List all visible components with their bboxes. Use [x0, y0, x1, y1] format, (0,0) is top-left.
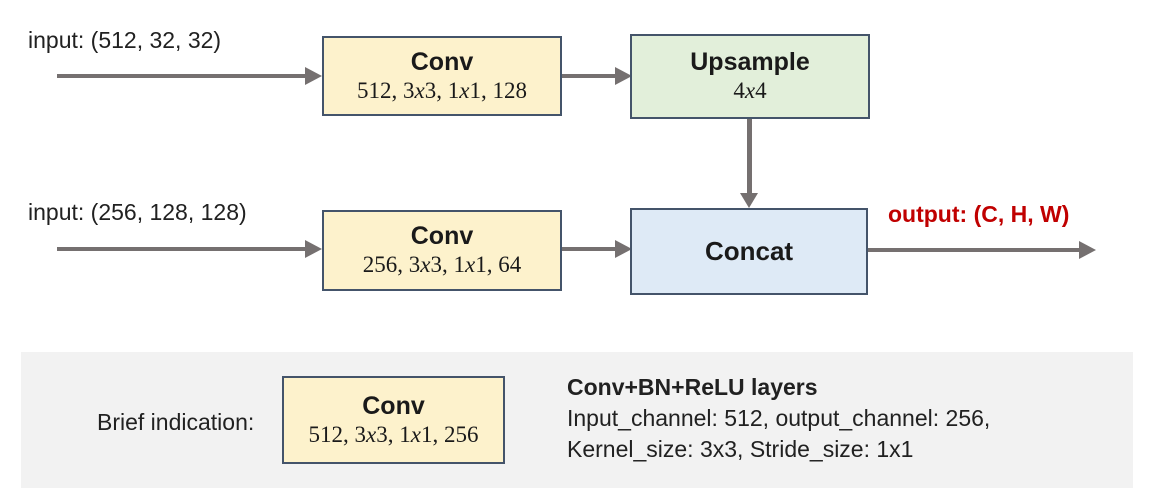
input1-label: input: (512, 32, 32) — [28, 27, 222, 53]
node-conv2: Conv 256, 3x3, 1x1, 64 — [322, 210, 562, 291]
arrow-head-icon — [1079, 241, 1096, 259]
conv1-params: 512, 3x3, 1x1, 128 — [357, 77, 527, 103]
arrow-line — [746, 119, 752, 193]
output-label: output: (C, H, W) — [888, 201, 1070, 227]
legend-description: Conv+BN+ReLU layers Input_channel: 512, … — [567, 372, 990, 465]
arrow-input2-to-conv2 — [57, 240, 322, 258]
upsample-title: Upsample — [690, 48, 810, 77]
conv2-title: Conv — [410, 222, 474, 251]
legend-description-line1: Input_channel: 512, output_channel: 256, — [567, 405, 991, 431]
legend-conv-title: Conv — [362, 391, 425, 420]
legend-label: Brief indication: — [97, 409, 255, 435]
legend-description-line2: Kernel_size: 3x3, Stride_size: 1x1 — [567, 436, 914, 462]
conv1-title: Conv — [410, 47, 474, 76]
concat-title: Concat — [704, 235, 794, 266]
legend-conv-params: 512, 3x3, 1x1, 256 — [308, 421, 479, 447]
legend-description-title: Conv+BN+ReLU layers — [567, 374, 818, 400]
arrow-line — [57, 247, 305, 251]
arrow-head-icon — [615, 67, 632, 85]
arrow-input1-to-conv1 — [57, 67, 322, 85]
arrow-head-icon — [615, 240, 632, 258]
arrow-line — [562, 74, 615, 78]
arrow-line — [57, 74, 305, 78]
arrow-conv1-to-upsample — [562, 67, 632, 85]
arrow-conv2-to-concat — [562, 240, 632, 258]
input2-label: input: (256, 128, 128) — [28, 199, 247, 225]
node-concat: Concat — [630, 208, 868, 295]
arrow-head-icon — [740, 193, 758, 208]
arrow-line — [868, 248, 1079, 252]
arrow-upsample-to-concat — [740, 119, 758, 208]
arrow-line — [562, 247, 615, 251]
node-upsample: Upsample 4x4 — [630, 34, 870, 119]
upsample-params: 4x4 — [733, 78, 767, 104]
arrow-concat-to-output — [868, 241, 1096, 259]
arrow-head-icon — [305, 67, 322, 85]
legend-panel — [21, 352, 1133, 488]
conv2-params: 256, 3x3, 1x1, 64 — [362, 252, 522, 278]
arrow-head-icon — [305, 240, 322, 258]
node-conv1: Conv 512, 3x3, 1x1, 128 — [322, 36, 562, 116]
legend-conv-box: Conv 512, 3x3, 1x1, 256 — [282, 376, 505, 464]
